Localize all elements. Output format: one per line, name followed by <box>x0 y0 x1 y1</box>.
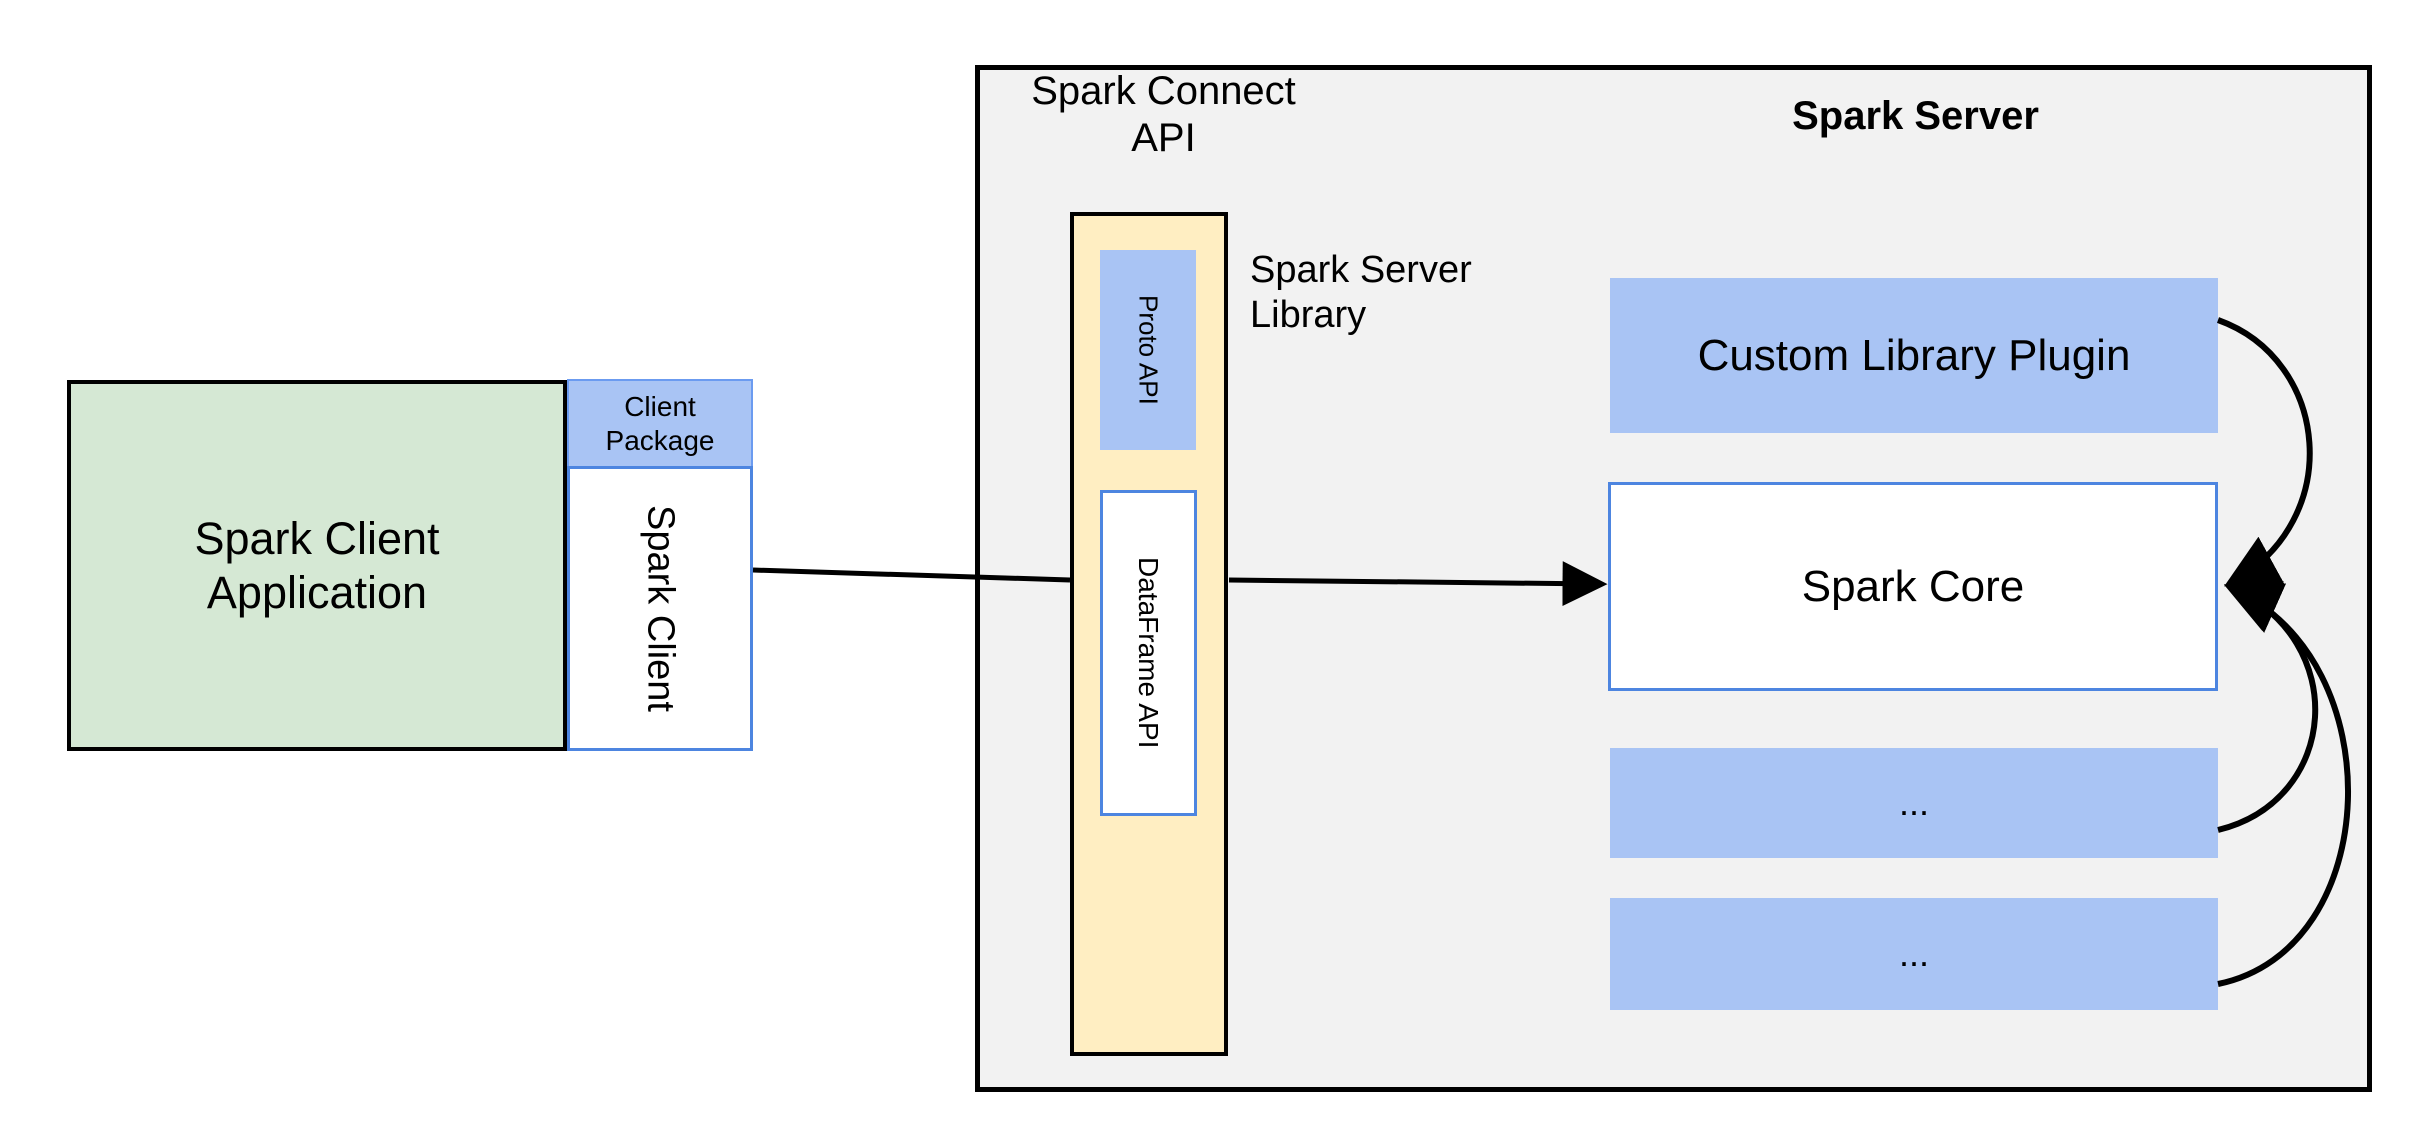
spark-server-library-label: Spark Server Library <box>1250 249 1472 336</box>
spark-server-title: Spark Server <box>1792 94 2039 138</box>
spark-core-label: Spark Core <box>1801 561 2025 611</box>
dataframe-api-box[interactable]: DataFrame API <box>1100 490 1197 816</box>
spark-connect-api-label: Spark Connect API <box>1031 69 1296 161</box>
spark-client-application-box[interactable]: Spark Client Application <box>67 380 567 751</box>
spark-core-box[interactable]: Spark Core <box>1608 482 2218 691</box>
proto-api-label: Proto API <box>1133 295 1164 405</box>
proto-api-box[interactable]: Proto API <box>1100 250 1196 450</box>
client-package-box[interactable]: Client Package <box>567 379 753 466</box>
client-package-label: Client Package <box>605 391 715 456</box>
ellipsis-box-1-label: ... <box>1898 781 1929 823</box>
spark-client-label: Spark Client <box>639 505 682 712</box>
spark-client-box[interactable]: Spark Client <box>567 466 753 751</box>
ellipsis-box-1[interactable]: ... <box>1610 748 2218 858</box>
dataframe-api-label: DataFrame API <box>1133 557 1165 749</box>
custom-library-plugin-box[interactable]: Custom Library Plugin <box>1610 278 2218 433</box>
custom-library-plugin-label: Custom Library Plugin <box>1697 330 2131 380</box>
spark-client-application-label: Spark Client Application <box>194 513 440 618</box>
ellipsis-box-2-label: ... <box>1898 932 1929 974</box>
ellipsis-box-2[interactable]: ... <box>1610 898 2218 1010</box>
